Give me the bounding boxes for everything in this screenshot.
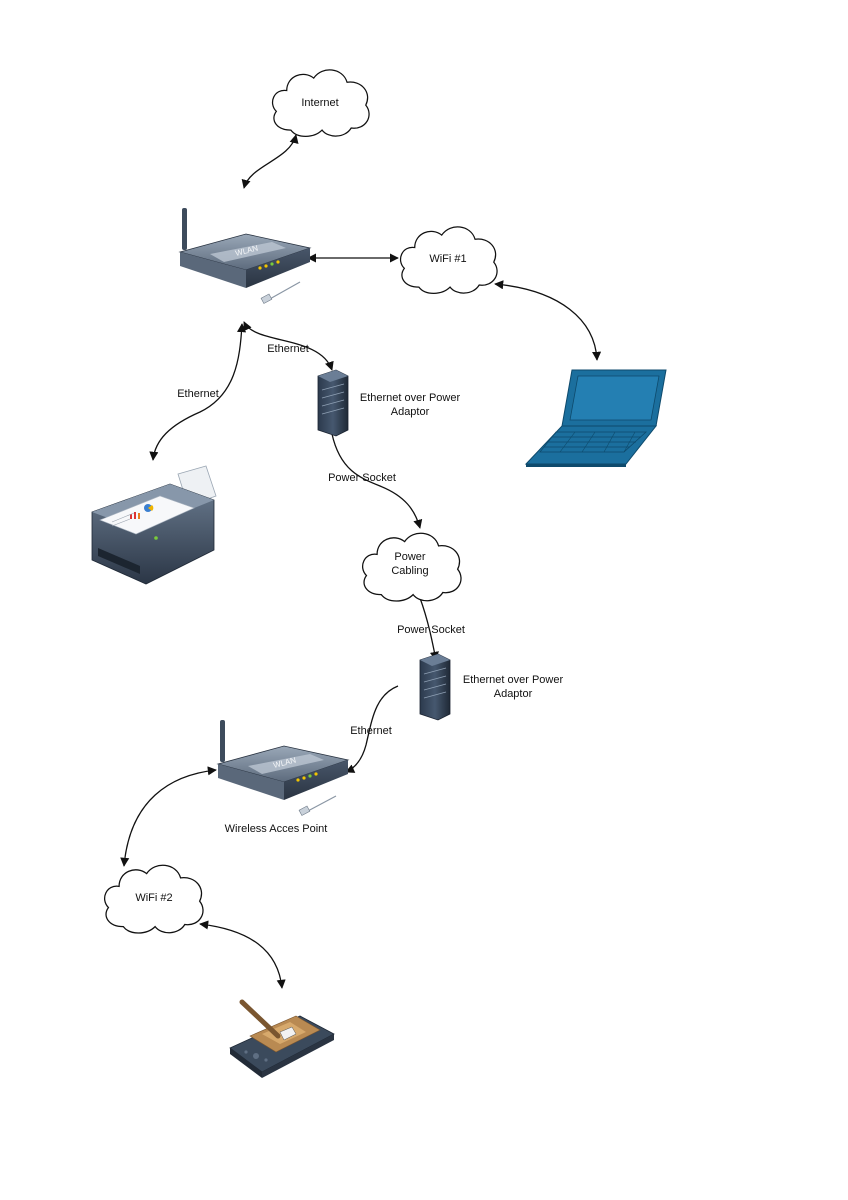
cloud-wifi2-label: WiFi #2 (135, 892, 172, 904)
ethernet-over-power-adaptor-2: Ethernet over Power Adaptor (419, 653, 564, 721)
adaptor1-label-2: Adaptor (391, 406, 430, 418)
connector-adaptor1-powercabling (331, 433, 423, 529)
ethernet-over-power-adaptor-1: Ethernet over Power Adaptor (317, 369, 461, 437)
connector-router-printer (149, 323, 247, 461)
connector-powercabling-adaptor2 (419, 597, 439, 661)
laptop (524, 369, 667, 467)
cloud-wifi2: WiFi #2 (103, 864, 204, 934)
adaptor1-label-1: Ethernet over Power (360, 392, 461, 404)
cloud-power-cabling: Power Cabling (361, 532, 462, 602)
connector-router-internet (241, 134, 299, 189)
adaptor2-label-1: Ethernet over Power (463, 674, 564, 686)
printer (91, 465, 217, 585)
laptop-icon (524, 369, 667, 467)
ethernet-plug-icon (260, 281, 301, 304)
connector-wifi2-pda (199, 920, 286, 989)
label-power-socket-1: Power Socket (328, 472, 396, 484)
pda-icon (229, 999, 335, 1078)
adaptor2-label-2: Adaptor (494, 688, 533, 700)
cloud-power-label-2: Cabling (391, 565, 428, 577)
connector-ap-wifi2 (120, 766, 217, 867)
printer-icon (91, 465, 217, 585)
wlan-router: WLAN (179, 208, 311, 304)
cloud-wifi1-label: WiFi #1 (429, 253, 466, 265)
connector-adaptor2-ap (345, 685, 399, 773)
pda (229, 999, 335, 1078)
label-ethernet-adaptor-ap: Ethernet (350, 725, 392, 737)
connector-router-adaptor1 (243, 321, 334, 371)
label-ethernet-router-printer: Ethernet (177, 388, 219, 400)
server-adaptor-icon (317, 369, 349, 437)
ethernet-plug-icon (298, 795, 337, 816)
wireless-access-point: WLAN Wireless Acces Point (217, 720, 349, 835)
access-point-label: Wireless Acces Point (225, 823, 328, 835)
server-adaptor-icon (419, 653, 451, 721)
cloud-power-label-1: Power (394, 551, 426, 563)
label-ethernet-router-adaptor: Ethernet (267, 343, 309, 355)
cloud-wifi1: WiFi #1 (399, 226, 498, 294)
cloud-internet: Internet (271, 69, 370, 137)
connector-wifi1-laptop (494, 280, 602, 361)
cloud-internet-label: Internet (301, 97, 338, 109)
label-power-socket-2: Power Socket (397, 624, 465, 636)
